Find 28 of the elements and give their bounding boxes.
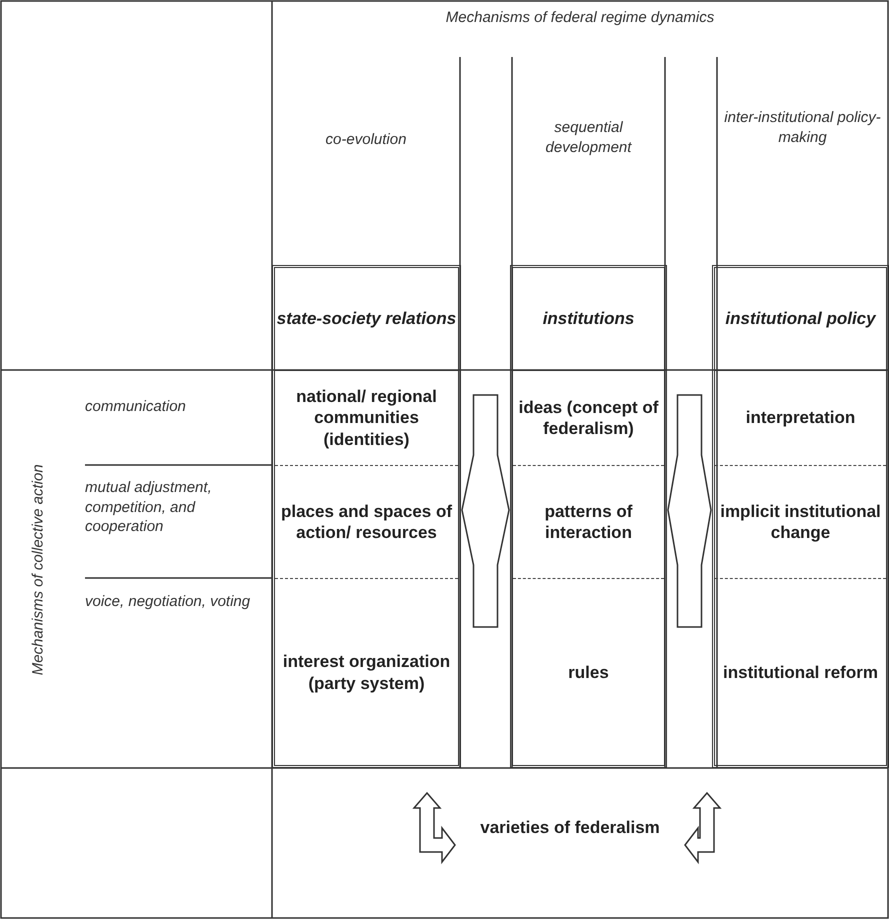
row-column-label: Mechanisms of federal regime dynamics bbox=[444, 8, 716, 28]
row-column-label: co-evolution bbox=[324, 130, 408, 150]
cell-text: implicit institutional change bbox=[719, 500, 882, 544]
column-heading: state-society relations bbox=[276, 308, 456, 330]
row-column-label: inter-institutional policy-making bbox=[723, 108, 882, 147]
block-arrow bbox=[667, 394, 712, 628]
block-arrow bbox=[412, 792, 456, 864]
column-heading: institutions bbox=[542, 308, 634, 330]
cell-text: ideas (concept of federalism) bbox=[518, 396, 660, 440]
column-box bbox=[272, 265, 461, 768]
column-heading: institutional policy bbox=[725, 308, 876, 330]
block-arrow bbox=[461, 394, 510, 628]
cell-text: rules bbox=[567, 662, 610, 684]
row-column-label: mutual adjustment, competition, and cooperation bbox=[85, 478, 213, 536]
block-arrow bbox=[684, 792, 722, 864]
result-text: varieties of federalism bbox=[480, 816, 660, 838]
cell-text: interest organization (party system) bbox=[282, 651, 452, 694]
axis-title: Mechanisms of collective action bbox=[28, 463, 48, 678]
cell-text: national/ regional communities (identities) bbox=[295, 386, 438, 450]
column-box bbox=[510, 265, 667, 768]
row-column-label: sequential development bbox=[544, 118, 633, 157]
cell-text: institutional reform bbox=[722, 662, 879, 684]
cell-text: places and spaces of action/ resources bbox=[280, 500, 454, 544]
cell-text: patterns of interaction bbox=[544, 500, 634, 544]
row-column-label: communication bbox=[85, 397, 187, 416]
column-box bbox=[712, 265, 889, 768]
cell-text: interpretation bbox=[744, 407, 856, 429]
row-column-label: voice, negotiation, voting bbox=[85, 592, 252, 612]
